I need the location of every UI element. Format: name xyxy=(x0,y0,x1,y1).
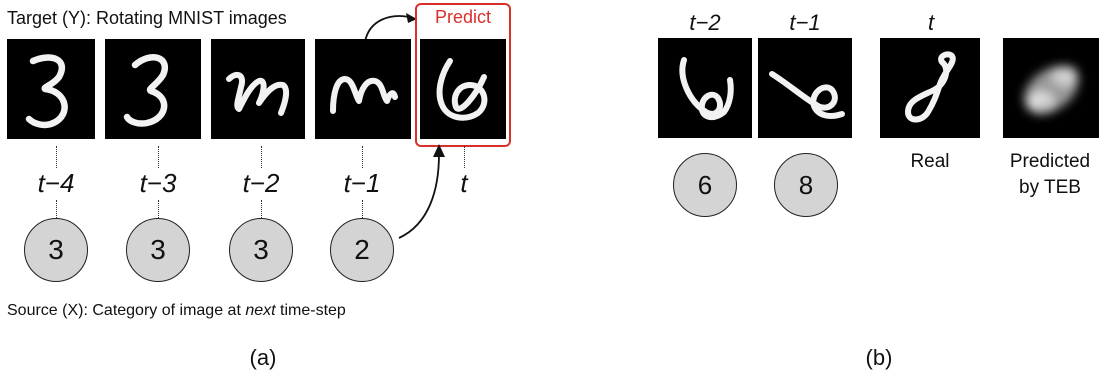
connector-t-1-lower xyxy=(362,200,363,218)
time-label-t-2: t−2 xyxy=(242,168,280,198)
mnist-tile-t-3 xyxy=(105,39,201,139)
predicted-label-line2: by TEB xyxy=(1019,177,1081,198)
time-label-t-4: t−4 xyxy=(37,168,75,198)
b-time-label-t-2: t−2 xyxy=(689,10,721,35)
connector-t-upper xyxy=(464,146,465,168)
b-category-circle-t-2: 6 xyxy=(673,153,737,217)
connector-t-2-lower xyxy=(261,200,262,218)
connector-t-4-upper xyxy=(56,146,57,168)
source-label-suffix: time-step xyxy=(275,302,346,319)
connector-t-2-upper xyxy=(261,146,262,168)
mnist-tile-t-4 xyxy=(7,39,95,139)
category-circle-t-4: 3 xyxy=(24,218,88,282)
mnist-tile-t-2 xyxy=(211,39,305,139)
source-label-prefix: Source (X): Category of image at xyxy=(7,302,246,319)
mnist-tile-t-predict xyxy=(420,39,506,139)
b-tile-t-2 xyxy=(658,38,752,138)
real-label: Real xyxy=(910,151,950,172)
category-circle-t-1: 2 xyxy=(330,218,394,282)
predict-top-arrow xyxy=(364,13,417,43)
predicted-label-line1: Predicted xyxy=(1009,151,1091,172)
b-time-label-t: t xyxy=(927,10,935,35)
caption-b: (b) xyxy=(865,345,893,370)
time-label-t-3: t−3 xyxy=(139,168,177,198)
predict-highlight-box xyxy=(415,3,511,147)
predict-label: Predict xyxy=(434,7,492,27)
mnist-tile-t-1 xyxy=(315,39,411,139)
b-tile-t-predicted xyxy=(1003,38,1099,138)
source-label-italic: next xyxy=(245,302,276,319)
time-label-t-1: t−1 xyxy=(343,168,381,198)
target-label: Target (Y): Rotating MNIST images xyxy=(7,8,287,28)
b-time-label-t-1: t−1 xyxy=(789,10,821,35)
connector-t-1-upper xyxy=(362,146,363,168)
caption-a: (a) xyxy=(249,345,277,370)
category-circle-t-2: 3 xyxy=(229,218,293,282)
connector-t-3-upper xyxy=(158,146,159,168)
connector-t-3-lower xyxy=(158,200,159,218)
b-tile-t-real xyxy=(880,38,980,138)
b-category-circle-t-1: 8 xyxy=(774,153,838,217)
source-label: Source (X): Category of image at next ti… xyxy=(7,302,346,320)
time-label-t: t xyxy=(460,168,468,198)
b-tile-t-1 xyxy=(758,38,852,138)
category-circle-t-3: 3 xyxy=(126,218,190,282)
predict-bottom-arrow xyxy=(398,144,445,239)
connector-t-4-lower xyxy=(56,200,57,218)
